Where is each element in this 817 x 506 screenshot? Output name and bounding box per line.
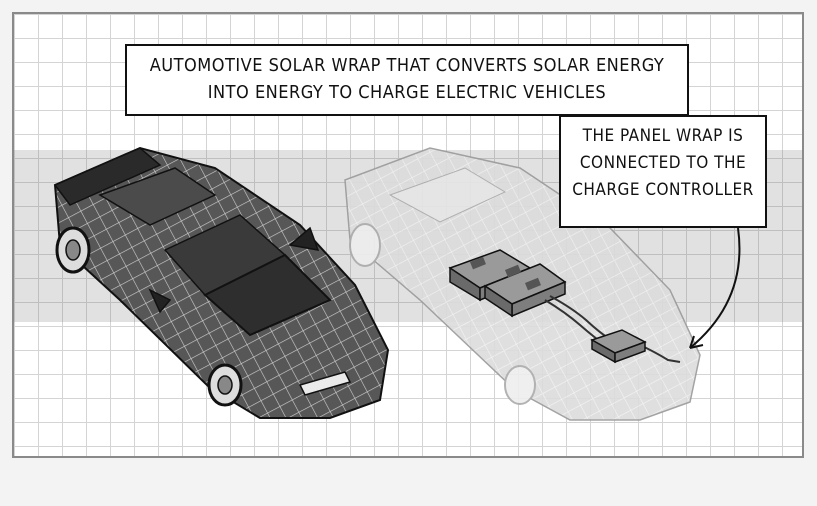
controller-caption-line: THE PANEL WRAP IS [582,126,744,146]
controller-caption-line: CHARGE CONTROLLER [572,180,754,200]
pointer-arrow [689,227,741,349]
main-caption-line: INTO ENERGY TO CHARGE ELECTRIC VEHICLES [207,82,607,103]
charge-controller [590,329,647,364]
controller-caption: THE PANEL WRAP IS CONNECTED TO THE CHARG… [559,115,767,228]
main-caption-line: AUTOMOTIVE SOLAR WRAP THAT CONVERTS SOLA… [149,55,665,76]
battery-pack [448,249,567,318]
main-caption: AUTOMOTIVE SOLAR WRAP THAT CONVERTS SOLA… [125,44,689,116]
solar-wrapped-car [53,146,390,419]
controller-caption-line: CONNECTED TO THE [579,153,747,173]
